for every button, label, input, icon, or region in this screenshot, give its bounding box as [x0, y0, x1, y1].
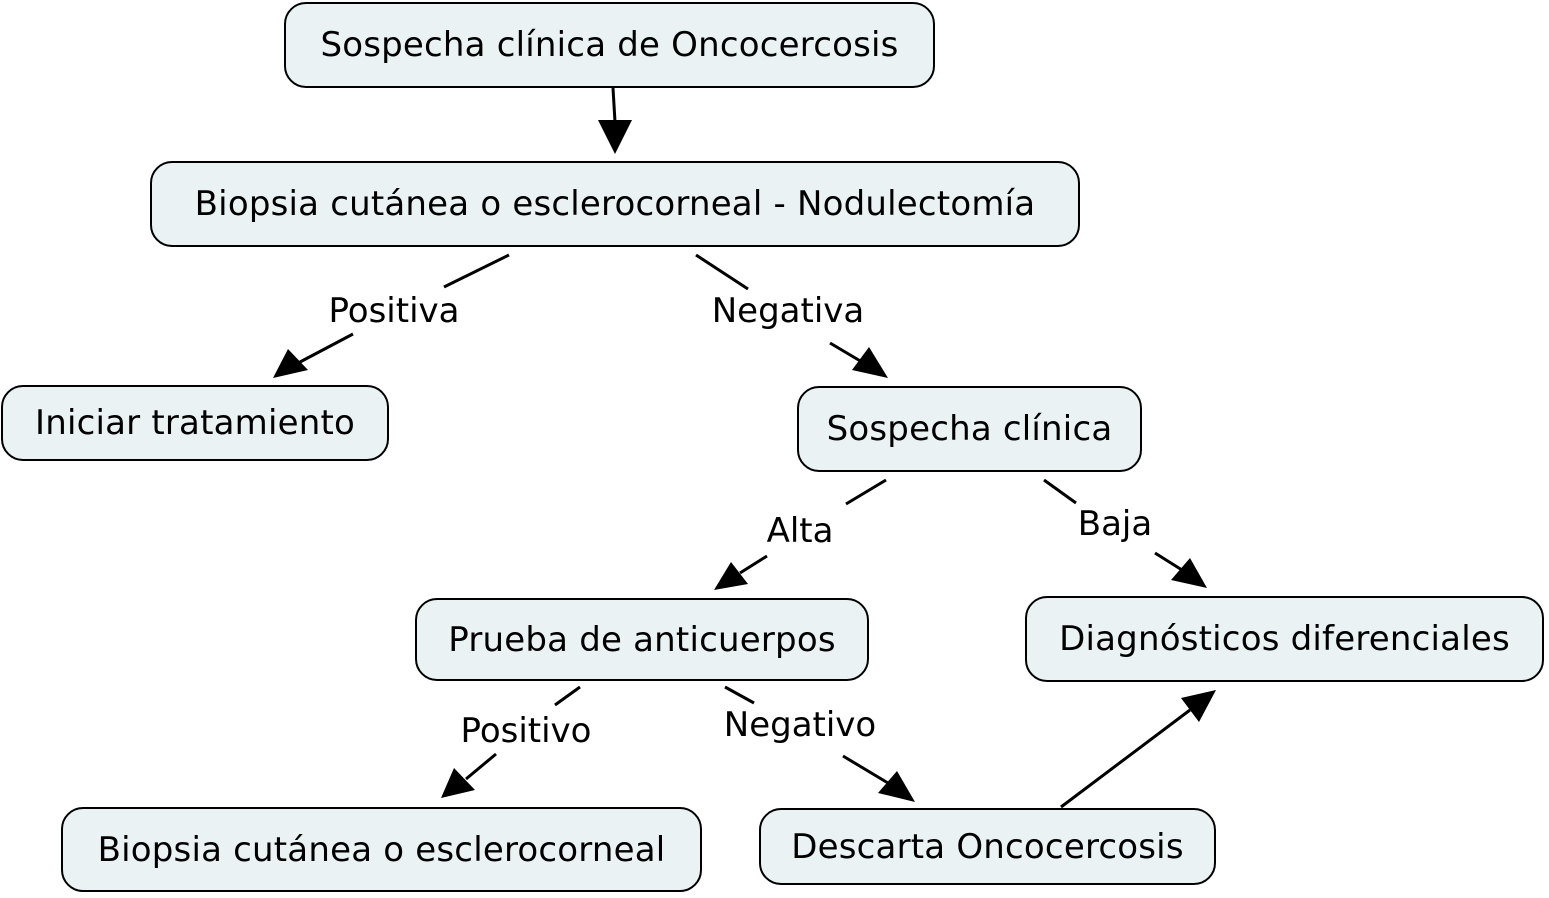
node-label: Diagnósticos diferenciales — [1059, 619, 1510, 659]
edge-label-negativa: Negativa — [711, 291, 865, 331]
arrowhead-to-prueba — [714, 562, 748, 590]
arrowhead-to-diagnosticos — [1181, 690, 1216, 722]
node-sospecha-clinica-oncocercosis: Sospecha clínica de Oncocercosis — [284, 2, 935, 88]
arrowhead-to-biopsia — [598, 120, 632, 154]
edge-sospecha-to-baja — [1043, 478, 1077, 505]
node-iniciar-tratamiento: Iniciar tratamiento — [1, 385, 389, 461]
node-prueba-anticuerpos: Prueba de anticuerpos — [415, 598, 869, 681]
edge-label-positivo: Positivo — [460, 711, 592, 751]
edge-sospecha-to-alta — [845, 478, 887, 506]
edge-biopsia-to-positiva — [443, 253, 510, 289]
edge-label-negativo: Negativo — [723, 705, 877, 745]
edge-negativa-to-sospecha — [829, 341, 863, 364]
node-label: Biopsia cutánea o esclerocorneal - Nodul… — [194, 184, 1036, 224]
edge-prueba-to-positivo — [554, 685, 581, 707]
node-label: Descarta Oncocercosis — [791, 826, 1184, 867]
edge-label-alta: Alta — [766, 511, 834, 551]
arrowhead-to-sospecha — [852, 347, 888, 378]
node-label: Iniciar tratamiento — [34, 403, 356, 443]
edge-root-to-biopsia — [611, 87, 617, 123]
edge-negativo-to-descarta — [842, 754, 889, 785]
node-label: Sospecha clínica — [826, 409, 1113, 449]
edge-baja-to-diagnosticos — [1154, 551, 1183, 572]
edge-biopsia-to-negativa — [695, 253, 749, 291]
edge-label-positiva: Positiva — [328, 291, 460, 331]
edge-prueba-to-negativo — [724, 685, 755, 705]
arrowhead-to-biopsia-cutanea — [441, 768, 475, 798]
node-sospecha-clinica: Sospecha clínica — [797, 386, 1142, 472]
node-label: Biopsia cutánea o esclerocorneal — [97, 829, 666, 870]
arrowhead-to-diagnosticos-baja — [1171, 558, 1207, 588]
edge-positivo-to-biopsia — [465, 752, 497, 781]
node-label: Sospecha clínica de Oncocercosis — [320, 25, 899, 65]
node-label: Prueba de anticuerpos — [448, 619, 836, 660]
edge-positiva-to-iniciar — [299, 332, 354, 364]
node-biopsia-cutanea: Biopsia cutánea o esclerocorneal — [61, 807, 702, 892]
edge-alta-to-prueba — [739, 554, 768, 575]
node-diagnosticos-diferenciales: Diagnósticos diferenciales — [1025, 596, 1544, 682]
edge-descarta-to-diagnosticos — [1060, 708, 1191, 809]
arrowhead-to-descarta — [878, 771, 915, 802]
edge-label-baja: Baja — [1077, 504, 1153, 544]
node-biopsia-nodulectomia: Biopsia cutánea o esclerocorneal - Nodul… — [150, 161, 1080, 247]
arrowhead-to-iniciar — [273, 349, 308, 378]
node-descarta-oncocercosis: Descarta Oncocercosis — [759, 808, 1216, 885]
